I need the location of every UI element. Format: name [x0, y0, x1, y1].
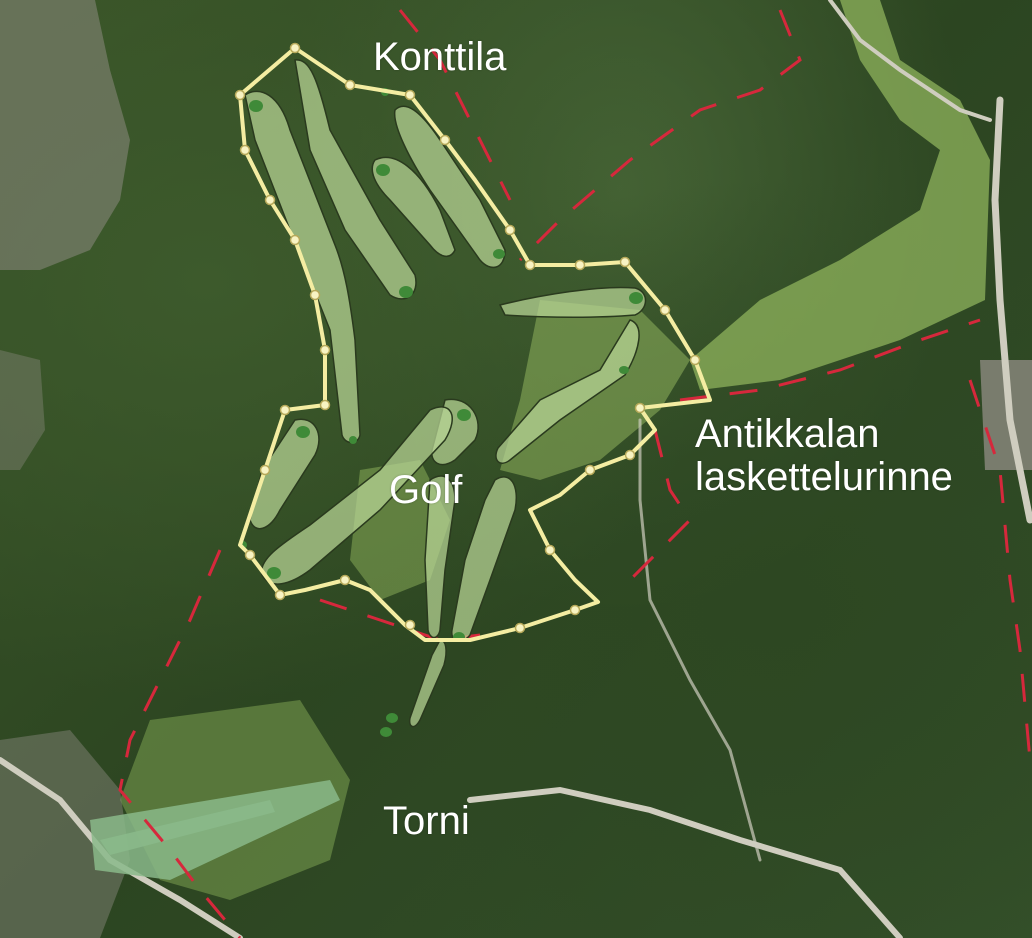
fairway-2	[294, 59, 417, 300]
green-3	[376, 164, 390, 176]
boundary-marker	[339, 574, 351, 586]
boundary-marker	[524, 259, 536, 271]
residential-area	[0, 0, 130, 270]
golf-area-boundary	[234, 42, 712, 642]
residential-area-west	[0, 350, 45, 470]
fairway-6	[495, 319, 640, 464]
golf-fairways	[244, 59, 647, 728]
boundary-markers	[234, 42, 701, 634]
boundary-marker	[659, 304, 671, 316]
ski-jump-hill	[90, 780, 340, 880]
red-line-northeast	[518, 9, 802, 262]
fairway-1	[244, 90, 361, 444]
place-label-torni: Torni	[383, 799, 470, 843]
boundary-marker	[289, 234, 301, 246]
green-9	[267, 567, 281, 579]
boundary-marker	[244, 549, 256, 561]
boundary-marker	[514, 622, 526, 634]
boundary-marker	[344, 79, 356, 91]
building-block-east	[980, 360, 1032, 470]
road-north	[828, 0, 992, 122]
fairway-8	[249, 418, 320, 530]
fairway-10	[424, 475, 456, 639]
boundary-marker	[234, 89, 246, 101]
boundary-marker	[264, 194, 276, 206]
path-central	[638, 418, 762, 862]
boundary-marker	[239, 144, 251, 156]
boundary-marker	[319, 399, 331, 411]
meadow-east	[690, 0, 990, 390]
boundary-marker	[259, 464, 271, 476]
green-4	[493, 249, 505, 259]
green-14	[386, 713, 398, 723]
boundary-marker	[689, 354, 701, 366]
red-border-lines	[118, 9, 1032, 938]
red-line-east	[968, 379, 1032, 761]
boundary-marker	[439, 134, 451, 146]
boundary-marker	[504, 224, 516, 236]
green-2	[399, 286, 413, 298]
ski-jump-inrun	[100, 800, 275, 855]
green-7	[457, 409, 471, 421]
fairway-4	[393, 105, 506, 269]
place-label-konttila: Konttila	[373, 35, 507, 79]
green-15	[380, 727, 392, 737]
road-east	[991, 96, 1032, 524]
fairway-11	[451, 476, 517, 642]
place-label-antikkalan-laskettelurinne: Antikkalan laskettelurinne	[695, 412, 953, 500]
road-south	[467, 786, 903, 938]
boundary-marker	[634, 402, 646, 414]
boundary-marker	[319, 344, 331, 356]
boundary-marker	[274, 589, 286, 601]
boundary-marker	[574, 259, 586, 271]
place-label-golf: Golf	[389, 468, 463, 512]
boundary-marker	[569, 604, 581, 616]
boundary-marker	[624, 449, 636, 461]
green-6	[619, 366, 629, 374]
boundary-line	[238, 46, 712, 642]
boundary-marker	[619, 256, 631, 268]
ski-jump-layer	[90, 780, 340, 880]
fairway-12	[408, 639, 447, 728]
green-5	[629, 292, 643, 304]
fairway-9	[260, 406, 453, 585]
golf-greens	[239, 88, 643, 737]
fairway-3	[371, 156, 456, 257]
green-11	[349, 436, 357, 444]
green-1	[249, 100, 263, 112]
boundary-marker	[404, 89, 416, 101]
boundary-marker	[544, 544, 556, 556]
red-line-southeast	[618, 429, 692, 592]
boundary-marker	[404, 619, 416, 631]
boundary-marker	[279, 404, 291, 416]
fairway-5	[498, 286, 647, 318]
green-8	[296, 426, 310, 438]
red-line-north	[398, 9, 512, 201]
boundary-marker	[289, 42, 301, 54]
boundary-marker	[309, 289, 321, 301]
boundary-marker	[584, 464, 596, 476]
red-line-east-ridge	[679, 318, 981, 402]
